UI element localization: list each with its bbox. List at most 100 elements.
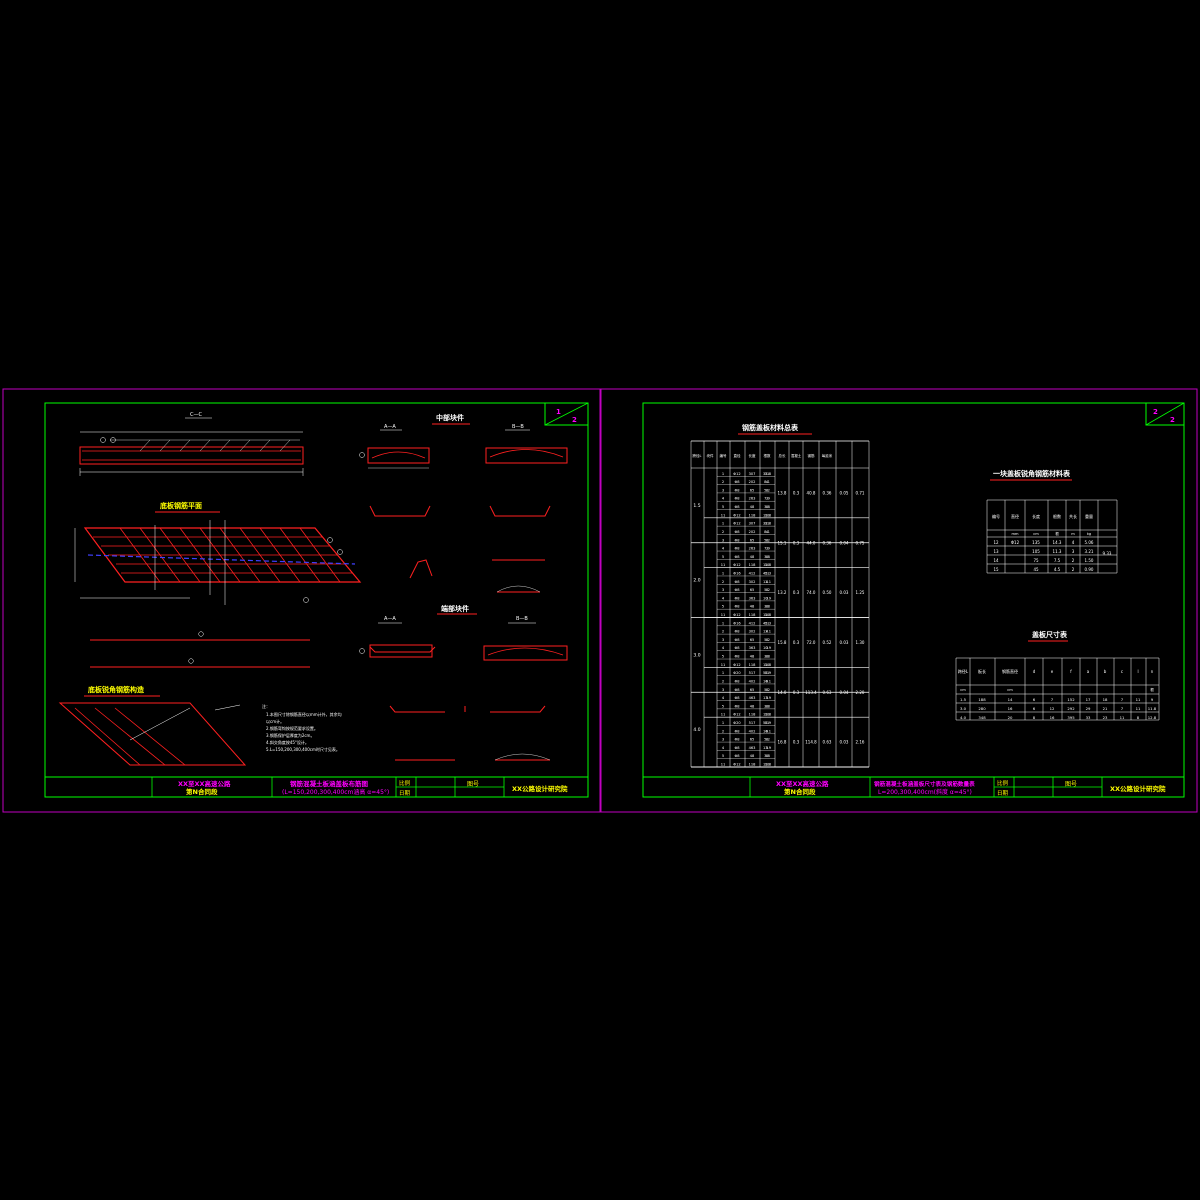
table3-header-cell: 钢筋直径 [1002, 668, 1018, 674]
table3-data-cell: 395 [1067, 715, 1075, 720]
table3-data-cell: 33 [1086, 715, 1091, 720]
table1-data-cell: 118 [749, 713, 757, 717]
table1-data-cell: 517 [749, 721, 756, 725]
table1-summary-cell: 15.1 [778, 540, 787, 545]
table1-data-cell: 263 [749, 547, 756, 551]
table1-data-cell: 65 [750, 738, 755, 742]
table1-data-cell: 118 [749, 513, 757, 517]
table1-data-cell: 5.2 [764, 638, 770, 642]
table1-summary-cell: 0.03 [840, 590, 849, 595]
table1-data-cell: Φ12 [733, 472, 740, 476]
table1-data-cell: 11 [721, 763, 726, 767]
table3-data-cell: 348 [978, 715, 986, 720]
table1-data-cell: 463 [749, 746, 756, 750]
table3-header-cell: e [1051, 669, 1054, 674]
table3-data-cell: 11 [1136, 706, 1141, 711]
table1-data-cell: 5 [722, 655, 724, 659]
table3-data-cell: 1.5 [960, 697, 967, 702]
table1-data-cell: 3 [722, 538, 724, 542]
table1-header-cell: 钢筋 [808, 453, 816, 458]
table1-data-cell: 10 [765, 613, 770, 617]
table2-data-cell: 3 [1072, 549, 1075, 554]
table3-data-cell: 14 [1008, 697, 1013, 702]
table2-data-cell: 15 [993, 567, 999, 572]
table2-data-cell: 13 [993, 549, 999, 554]
table1-data-cell: 4 [766, 729, 769, 733]
table1-data-cell: 11 [721, 613, 726, 617]
table1-data-cell: 5 [722, 605, 724, 609]
table2-total-cell: 9.33 [1103, 551, 1112, 556]
table1-data-cell: 65 [750, 588, 755, 592]
table2-data-cell: 11.3 [1053, 549, 1062, 554]
table1-header-cell: 直径 [734, 453, 742, 458]
table1-summary-cell: 14.0 [778, 690, 787, 695]
table1-data-cell: 4 [722, 547, 725, 551]
table1-summary-cell: 0.03 [840, 640, 849, 645]
table2-data-cell: 4.5 [1054, 567, 1061, 572]
table3-data-cell: 292 [1067, 706, 1075, 711]
table1-data-cell: 11 [765, 671, 770, 675]
heading-corner-rebar: 底板锐角钢筋构造 [88, 685, 145, 694]
table1-span-cell: 2.0 [693, 578, 700, 584]
sheet1-border [44, 402, 589, 798]
table3-data-cell: 188 [978, 697, 986, 702]
table1-data-cell: 8.1 [764, 530, 770, 534]
table3-data-cell: 7 [1121, 706, 1124, 711]
table3-header-cell: f [1070, 669, 1072, 674]
sheet1-institute: XX公路设计研究院 [512, 784, 568, 793]
table1-data-cell: 7.9 [764, 497, 770, 501]
table1-summary-cell: 0.63 [823, 690, 832, 695]
table1-data-cell: 4 [766, 480, 769, 484]
table1-summary-cell: 1.30 [856, 640, 865, 645]
note-line-2: 以cm计。 [266, 718, 284, 724]
table1-data-cell: 11 [721, 713, 726, 717]
table3-data-cell: 8 [1137, 715, 1140, 720]
table1-data-cell: Φ8 [734, 646, 740, 650]
table1-data-cell: 2 [722, 630, 724, 634]
table1-data-cell: 33.8 [763, 522, 772, 526]
table1-data-cell: Φ12 [733, 563, 740, 567]
table3-data-cell: 16 [1008, 706, 1013, 711]
table1-data-cell: 33.8 [763, 472, 772, 476]
note-line-4: 3.钢筋保护层厚度为2cm。 [266, 732, 314, 738]
table1-summary-cell: 1.25 [856, 590, 865, 595]
note-line-3: 2.钢筋弯钩按规范要求设置。 [266, 725, 318, 731]
table3-title: 盖板尺寸表 [1032, 630, 1068, 639]
table1-data-cell: 16.1 [763, 729, 771, 733]
table1-summary-cell: 0.71 [856, 490, 865, 495]
table3-data-cell: 6 [1033, 697, 1036, 702]
section-cc-label: C—C [190, 412, 202, 418]
table1-summary-cell: 13.2 [778, 590, 787, 595]
table1-data-cell: 10 [765, 563, 770, 567]
table1-summary-cell: 0.36 [823, 490, 832, 495]
table1-data-cell: 13.9 [763, 696, 772, 700]
table1-header-cell: 编号 [720, 453, 728, 458]
table1-summary-cell: 72.0 [807, 640, 816, 645]
table2-data-cell: 105 [1032, 549, 1040, 554]
table2-data-cell: 2 [1072, 567, 1075, 572]
table1-data-cell: 3 [766, 696, 768, 700]
sheet1-title-main: 钢筋混凝土板涵盖板布筋图 [290, 779, 369, 788]
sheet1: 1 2 C—C A—A [44, 402, 589, 798]
table1-data-cell: 8 [766, 638, 769, 642]
table1-header-cell: 混凝土 [791, 453, 802, 458]
table1-data-cell: 1 [722, 571, 724, 575]
table3-data-cell: 152 [1067, 697, 1075, 702]
section-aa-end: A—A [359, 616, 433, 658]
table1-data-cell: 11 [765, 522, 770, 526]
note-line-5: 4.斜交角度按45°设计。 [266, 739, 309, 745]
section-bb-mid-label: B—B [512, 424, 524, 430]
table1-summary-cell: 0.63 [823, 740, 832, 745]
table1-data-cell: 118 [749, 563, 757, 567]
table3-unit-cell: cm [1007, 688, 1013, 692]
table2-title: 一块盖板锐角钢筋材料表 [993, 469, 1071, 478]
table1-data-cell: 7.9 [764, 547, 770, 551]
table2-header-cell: 根数 [1053, 513, 1061, 519]
table1-data-cell: 5 [722, 754, 724, 758]
sheet2-outer-frame [600, 388, 1198, 813]
table1-summary-cell: 0.36 [823, 540, 832, 545]
table1-summary-cell: 0.50 [823, 590, 832, 595]
table1-data-cell: 5 [722, 505, 724, 509]
table2-header-cell: 长度 [1032, 513, 1040, 519]
